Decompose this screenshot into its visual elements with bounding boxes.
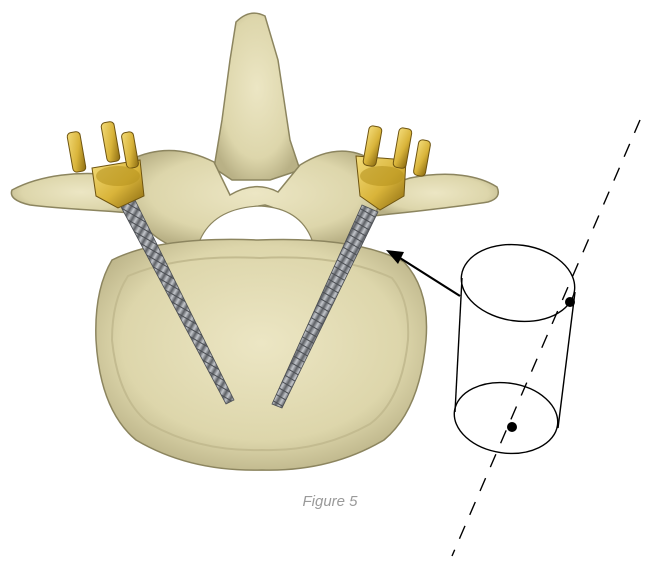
vertebra-illustration (11, 13, 498, 470)
figure-caption: Figure 5 (255, 493, 405, 510)
axis-point-bottom (507, 422, 517, 432)
axis-point-top (565, 297, 575, 307)
spinous-process (214, 13, 300, 180)
cylinder-left-side (455, 278, 462, 412)
vertebral-body (96, 239, 427, 470)
cylinder-bottom (450, 376, 563, 460)
cylinder-top (456, 237, 579, 328)
